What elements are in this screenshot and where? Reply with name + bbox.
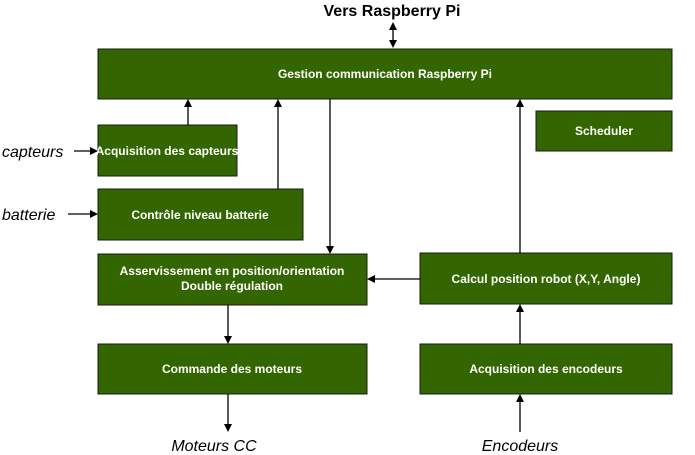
arrow-capteurs-to-gestion xyxy=(184,99,192,125)
block-commande-moteurs: Commande des moteurs xyxy=(97,343,368,395)
block-commande-moteurs-label: Commande des moteurs xyxy=(162,362,302,376)
label-vers-raspberry-pi: Vers Raspberry Pi xyxy=(324,3,461,20)
block-controle-batterie: Contrôle niveau batterie xyxy=(97,188,304,241)
label-encodeurs: Encodeurs xyxy=(482,438,559,455)
block-acquisition-encodeurs-label: Acquisition des encodeurs xyxy=(469,362,623,376)
block-calcul-position: Calcul position robot (X,Y, Angle) xyxy=(419,252,673,305)
block-asservissement-label-line1: Asservissement en position/orientation xyxy=(120,264,345,278)
arrow-capteurs-input xyxy=(74,147,98,155)
label-moteurs-cc: Moteurs CC xyxy=(171,438,257,455)
arrow-encodeurs-to-calcul xyxy=(516,304,524,344)
arrow-batterie-input xyxy=(68,210,98,218)
block-asservissement: Asservissement en position/orientation D… xyxy=(97,253,368,306)
label-capteurs: capteurs xyxy=(2,144,63,161)
arrow-asservissement-to-commande xyxy=(224,305,232,344)
block-asservissement-label-line2: Double régulation xyxy=(181,279,283,293)
arrow-calcul-to-asservissement xyxy=(367,275,420,283)
arrow-commande-to-moteurs xyxy=(224,394,232,432)
label-batterie: batterie xyxy=(2,207,55,224)
block-acquisition-encodeurs: Acquisition des encodeurs xyxy=(419,343,673,395)
arrow-calcul-to-gestion xyxy=(516,99,524,253)
block-scheduler-label: Scheduler xyxy=(575,124,633,138)
arrow-raspberry-bidirectional xyxy=(389,22,397,48)
block-controle-batterie-label: Contrôle niveau batterie xyxy=(131,208,269,222)
arrow-encodeurs-input xyxy=(516,394,524,432)
arrow-batterie-to-gestion xyxy=(274,99,282,189)
arrow-gestion-to-asservissement xyxy=(326,99,334,254)
block-scheduler: Scheduler xyxy=(535,110,673,152)
block-gestion-communication: Gestion communication Raspberry Pi xyxy=(97,48,673,100)
block-acquisition-capteurs-label: Acquisition des capteurs xyxy=(96,144,239,158)
block-gestion-communication-label: Gestion communication Raspberry Pi xyxy=(278,67,492,81)
block-acquisition-capteurs: Acquisition des capteurs xyxy=(96,124,239,177)
block-calcul-position-label: Calcul position robot (X,Y, Angle) xyxy=(452,272,641,286)
